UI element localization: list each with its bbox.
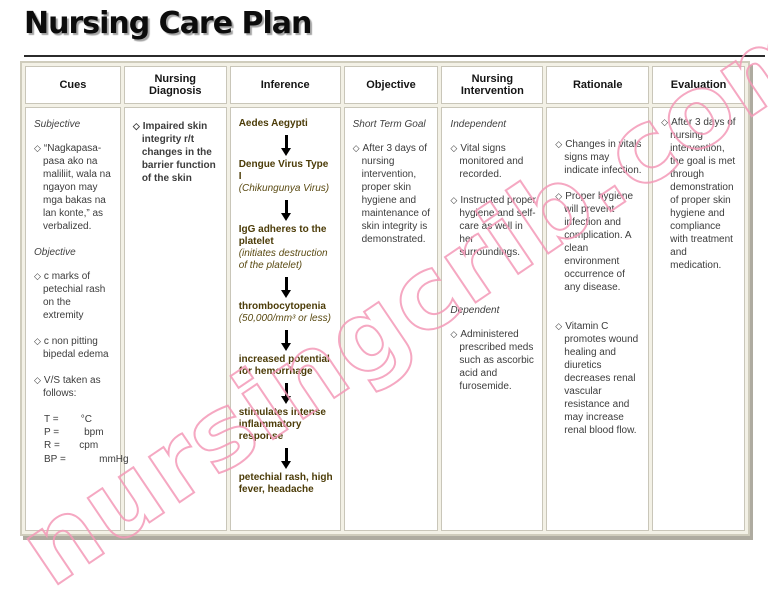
care-plan-table: Cues Nursing Diagnosis Inference Objecti…: [20, 61, 750, 536]
inference-cell: Aedes Aegypti Dengue Virus Type I (Chiku…: [229, 107, 341, 531]
diamond-bullet-icon: ◇: [34, 143, 41, 153]
rationale-item-text: Changes in vitals signs may indicate inf…: [564, 139, 642, 176]
diamond-bullet-icon: ◇: [555, 191, 563, 201]
down-arrow-icon: [284, 135, 288, 148]
vital-signs-block: T = °C P = bpm R = cpm BP = mmHg: [44, 413, 129, 466]
inference-step-title: IgG adheres to the platelet: [238, 224, 327, 247]
inference-step-title: stimulates intense inflammatory response: [238, 407, 326, 442]
rationale-item: ◇Vitamin C promotes wound healing and di…: [555, 320, 642, 437]
header-row: Cues Nursing Diagnosis Inference Objecti…: [25, 66, 745, 104]
intervention-item-text: Administered prescribed meds such as asc…: [459, 329, 534, 392]
diamond-bullet-icon: ◇: [450, 195, 458, 205]
diagnosis-item: ◇Impaired skin integrity r/t changes in …: [133, 120, 220, 185]
inference-step: increased potential for hemorrhage: [239, 354, 334, 378]
intervention-item-text: Vital signs monitored and recorded.: [459, 143, 524, 180]
nursing-intervention-cell: Independent ◇Vital signs monitored and r…: [441, 107, 544, 531]
diamond-bullet-icon: ◇: [450, 329, 458, 339]
inference-step-title: thrombocytopenia: [238, 301, 326, 312]
rationale-cell: ◇Changes in vitals signs may indicate in…: [546, 107, 650, 531]
col-header-inference: Inference: [229, 66, 341, 104]
inference-step-title: increased potential for hemorrhage: [238, 354, 330, 377]
diamond-bullet-icon: ◇: [661, 117, 669, 127]
down-arrow-icon: [284, 277, 288, 290]
inference-step: thrombocytopenia (50,000/mm³ or less): [239, 301, 334, 325]
vitals-intro-text: V/S taken as follows:: [43, 375, 101, 399]
subjective-label: Subjective: [34, 119, 81, 130]
evaluation-item-text: After 3 days of nursing intervention, th…: [670, 117, 736, 271]
diamond-bullet-icon: ◇: [555, 321, 563, 331]
col-header-nursing-intervention: Nursing Intervention: [441, 66, 544, 104]
nursing-diagnosis-cell: ◇Impaired skin integrity r/t changes in …: [123, 107, 227, 531]
inference-step-title: Aedes Aegypti: [238, 118, 308, 129]
objective-cue: ◇c marks of petechial rash on the extrem…: [34, 270, 114, 322]
inference-step-note: (50,000/mm³ or less): [238, 313, 331, 324]
rationale-item-text: Proper hygiene will prevent infection an…: [564, 191, 634, 293]
evaluation-cell: ◇After 3 days of nursing intervention, t…: [652, 107, 745, 531]
objective-label: Objective: [34, 247, 76, 258]
col-header-rationale: Rationale: [546, 66, 650, 104]
objective-cue-text: c non pitting bipedal edema: [43, 336, 109, 360]
intervention-item-text: Instructed proper hygiene and self-care …: [459, 195, 536, 258]
vital-sign-line: T = °C: [44, 414, 92, 425]
col-header-objective: Objective: [343, 66, 439, 104]
inference-step: Dengue Virus Type I (Chikungunya Virus): [239, 159, 334, 195]
dependent-label: Dependent: [450, 305, 500, 316]
inference-step: petechial rash, high fever, headache: [239, 472, 334, 496]
body-row: Subjective ◇“Nagkapasa-pasa ako na malil…: [25, 107, 745, 531]
inference-step-title: Dengue Virus Type I: [238, 159, 329, 182]
vital-sign-line: BP = mmHg: [44, 453, 129, 465]
diagnosis-text: Impaired skin integrity r/t changes in t…: [141, 121, 216, 184]
objective-goal: ◇After 3 days of nursing intervention, p…: [353, 142, 432, 246]
cues-cell: Subjective ◇“Nagkapasa-pasa ako na malil…: [25, 107, 129, 531]
subjective-cue: ◇“Nagkapasa-pasa ako na maliliit, wala n…: [34, 142, 114, 233]
col-header-nursing-diagnosis: Nursing Diagnosis: [123, 66, 227, 104]
diamond-bullet-icon: ◇: [34, 375, 41, 385]
inference-step: Aedes Aegypti: [239, 118, 334, 130]
diamond-bullet-icon: ◇: [34, 336, 41, 346]
intervention-item: ◇Instructed proper hygiene and self-care…: [450, 194, 536, 259]
intervention-item: ◇Administered prescribed meds such as as…: [450, 328, 536, 393]
down-arrow-icon: [284, 330, 288, 343]
diamond-bullet-icon: ◇: [555, 139, 563, 149]
diamond-bullet-icon: ◇: [132, 121, 140, 131]
col-header-evaluation: Evaluation: [652, 66, 745, 104]
rationale-item: ◇Changes in vitals signs may indicate in…: [555, 138, 642, 177]
diamond-bullet-icon: ◇: [450, 143, 458, 153]
short-term-goal-label: Short Term Goal: [352, 119, 426, 130]
objective-cue: ◇c non pitting bipedal edema: [34, 335, 114, 361]
col-header-cues: Cues: [25, 66, 121, 104]
diamond-bullet-icon: ◇: [34, 271, 41, 281]
vital-sign-line: R = cpm: [44, 440, 99, 452]
inference-step-note: (initiates destruction of the platelet): [238, 248, 328, 271]
evaluation-item: ◇After 3 days of nursing intervention, t…: [661, 116, 738, 272]
subjective-cue-text: “Nagkapasa-pasa ako na maliliit, wala na…: [43, 143, 111, 232]
independent-label: Independent: [450, 119, 507, 130]
diamond-bullet-icon: ◇: [352, 143, 360, 153]
vital-sign-line: P = bpm: [44, 427, 104, 439]
rationale-item-text: Vitamin C promotes wound healing and diu…: [564, 321, 639, 436]
intervention-item: ◇Vital signs monitored and recorded.: [450, 142, 536, 181]
down-arrow-icon: [284, 383, 288, 396]
page-title: Nursing Care Plan: [24, 6, 312, 41]
inference-step-note: (Chikungunya Virus): [238, 183, 330, 194]
vitals-intro: ◇V/S taken as follows:: [34, 374, 114, 400]
inference-step-title: petechial rash, high fever, headache: [238, 472, 333, 495]
objective-goal-text: After 3 days of nursing intervention, pr…: [361, 143, 431, 245]
inference-step: IgG adheres to the platelet (initiates d…: [239, 224, 334, 272]
objective-cell: Short Term Goal ◇After 3 days of nursing…: [343, 107, 439, 531]
down-arrow-icon: [284, 448, 288, 461]
down-arrow-icon: [284, 200, 288, 213]
inference-step: stimulates intense inflammatory response: [239, 407, 334, 443]
title-divider: [24, 55, 765, 57]
rationale-item: ◇Proper hygiene will prevent infection a…: [555, 190, 642, 294]
objective-cue-text: c marks of petechial rash on the extremi…: [43, 271, 106, 321]
